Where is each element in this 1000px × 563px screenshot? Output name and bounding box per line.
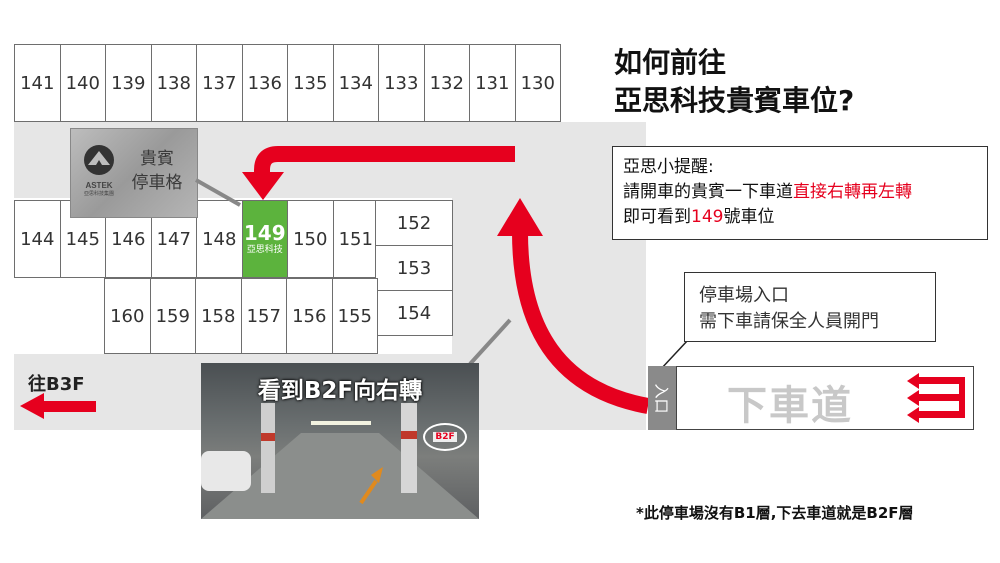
b2f-sign-marker: B2F <box>423 423 467 451</box>
entrance-note-line1: 停車場入口 <box>699 285 789 306</box>
b3f-arrow-shaft <box>42 401 96 412</box>
spot-number: 149 <box>243 221 286 245</box>
parking-spot-152: 152 <box>375 200 453 246</box>
title-line2: 亞思科技貴賓車位? <box>614 84 855 117</box>
parking-spot-132: 132 <box>423 44 470 122</box>
ramp-box: 下車道 <box>676 366 974 430</box>
ramp-entrance-text: 入口 <box>652 382 671 414</box>
title-line1: 如何前往 <box>614 46 727 79</box>
page-title: 如何前往 亞思科技貴賓車位? <box>614 44 854 120</box>
astek-logo: ASTEK 亞思科技集團 <box>77 143 121 203</box>
tip-line2: 請開車的貴賓一下車道直接右轉再左轉 <box>623 182 912 202</box>
vip-sign-line1: 貴賓 <box>140 149 174 169</box>
parking-spot-159: 159 <box>149 278 196 354</box>
ramp-arrows-icon <box>907 373 965 423</box>
parking-spot-134: 134 <box>332 44 379 122</box>
ramp-entrance-tag: 入口 <box>648 366 676 430</box>
astek-logo-icon <box>84 145 114 175</box>
parking-spot-144: 144 <box>14 200 61 278</box>
turn-right-arrowhead <box>497 198 543 236</box>
parking-photo: 看到B2F向右轉 B2F <box>201 363 479 519</box>
tip-box: 亞思小提醒: 請開車的貴賓一下車道直接右轉再左轉 即可看到149號車位 <box>612 146 988 240</box>
tip-line3: 即可看到149號車位 <box>623 207 775 227</box>
parking-spot-154: 154 <box>375 290 453 336</box>
photo-caption: 看到B2F向右轉 <box>257 378 423 404</box>
footnote: *此停車場沒有B1層,下去車道就是B2F層 <box>636 504 914 522</box>
parking-spot-158: 158 <box>195 278 242 354</box>
turn-right-arrow <box>512 231 650 414</box>
turn-left-arrow <box>254 146 515 176</box>
to-b3f-label: 往B3F <box>28 374 85 395</box>
tip-heading: 亞思小提醒: <box>623 157 714 177</box>
parking-spot-140: 140 <box>59 44 106 122</box>
ramp-label: 下車道 <box>727 383 853 429</box>
logo-text: ASTEK <box>85 181 113 190</box>
parking-spot-153: 153 <box>375 245 453 291</box>
b3f-arrowhead <box>20 393 44 419</box>
parking-spot-133: 133 <box>378 44 425 122</box>
parking-spot-160: 160 <box>104 278 151 354</box>
vip-parking-sign: ASTEK 亞思科技集團 貴賓 停車格 <box>70 128 198 218</box>
entrance-note: 停車場入口 需下車請保全人員開門 <box>684 272 936 342</box>
vip-sign-line2: 停車格 <box>131 173 183 193</box>
entrance-note-line2: 需下車請保全人員開門 <box>699 311 879 332</box>
photo-scene <box>201 403 479 519</box>
parking-spot-157: 157 <box>240 278 287 354</box>
turn-left-arrowhead <box>242 172 284 200</box>
parking-spot-150: 150 <box>287 200 334 278</box>
parking-spot-136: 136 <box>241 44 288 122</box>
b2f-sign-text: B2F <box>433 432 457 442</box>
logo-subtext: 亞思科技集團 <box>83 191 114 197</box>
parking-spot-130: 130 <box>514 44 561 122</box>
parking-spot-135: 135 <box>287 44 334 122</box>
spot-owner-label: 亞思科技 <box>246 245 283 255</box>
parking-spot-156: 156 <box>286 278 333 354</box>
parking-spot-155: 155 <box>331 278 378 354</box>
